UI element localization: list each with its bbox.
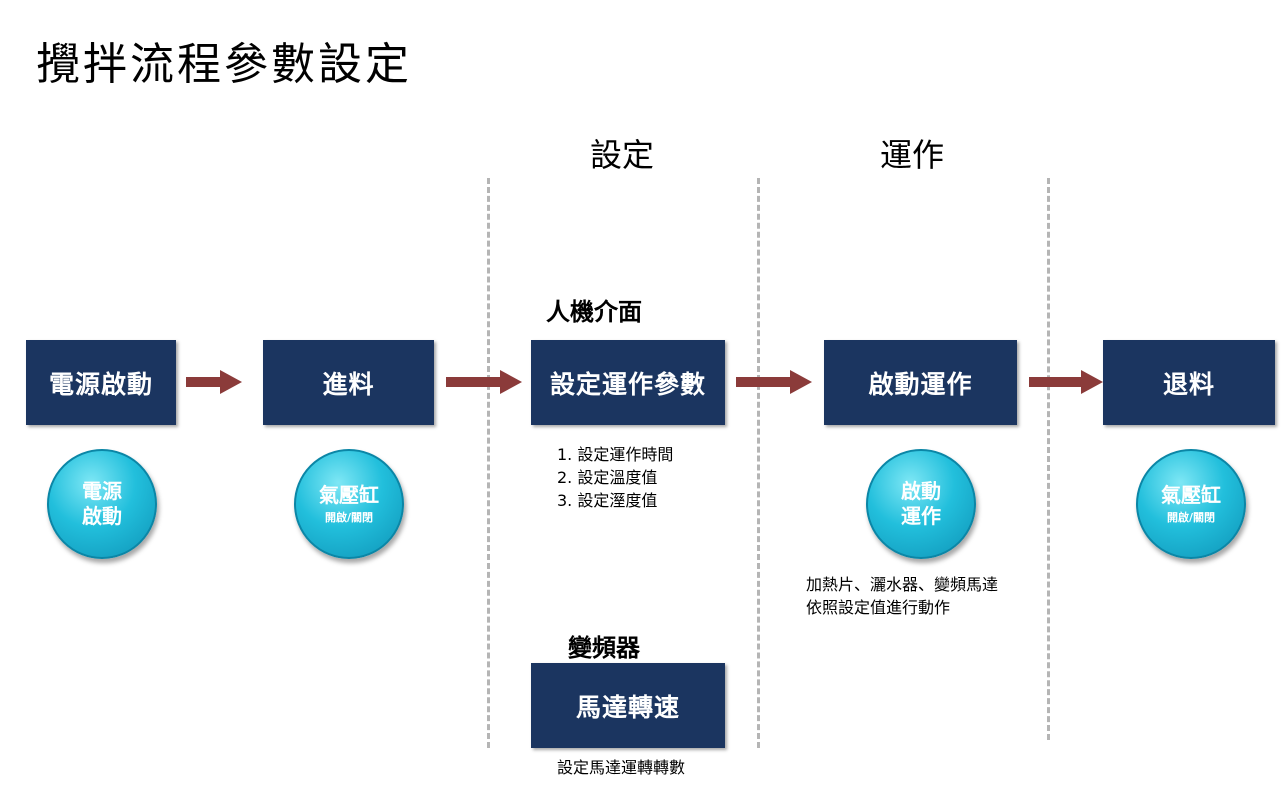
- step-box-discharge: 退料: [1103, 340, 1275, 425]
- circle-text-line2: 運作: [901, 504, 941, 528]
- inverter-box-motor-speed: 馬達轉速: [531, 663, 725, 748]
- flow-arrow-1: [186, 370, 242, 394]
- hmi-item-humidity: 3. 設定溼度值: [557, 491, 658, 510]
- operation-note-line2: 依照設定值進行動作: [806, 598, 951, 617]
- operation-note: 加熱片、灑水器、變頻馬達 依照設定值進行動作: [806, 573, 998, 619]
- step-box-set-parameters: 設定運作參數: [531, 340, 725, 425]
- hmi-parameter-list: 1. 設定運作時間 2. 設定溫度值 3. 設定溼度值: [557, 443, 673, 512]
- flow-arrow-2: [446, 370, 522, 394]
- phase-label-operation: 運作: [880, 136, 945, 174]
- circle-text-line2: 啟動: [82, 504, 122, 528]
- phase-divider-2: [757, 178, 760, 748]
- phase-label-setting: 設定: [590, 136, 655, 174]
- step-box-feed: 進料: [263, 340, 434, 425]
- circle-text-main: 氣壓缸: [319, 482, 379, 507]
- circle-power-on: 電源 啟動: [47, 449, 157, 559]
- inverter-label: 變頻器: [568, 634, 640, 662]
- page-title: 攪拌流程參數設定: [36, 39, 412, 90]
- inverter-note: 設定馬達運轉轉數: [557, 758, 686, 777]
- step-box-power-on: 電源啟動: [26, 340, 176, 425]
- flow-arrow-3: [736, 370, 812, 394]
- phase-divider-1: [487, 178, 490, 748]
- circle-cylinder-feed: 氣壓缸 開啟/關閉: [294, 449, 404, 559]
- circle-text-sub: 開啟/關閉: [1166, 510, 1216, 524]
- circle-text-line1: 啟動: [901, 479, 941, 503]
- circle-text-main: 氣壓缸: [1161, 482, 1221, 507]
- hmi-item-time: 1. 設定運作時間: [557, 445, 674, 464]
- circle-text-sub: 開啟/關閉: [324, 510, 374, 524]
- step-box-start-operation: 啟動運作: [824, 340, 1017, 425]
- phase-divider-3: [1047, 178, 1050, 740]
- flow-arrow-4: [1029, 370, 1103, 394]
- circle-start-operation: 啟動 運作: [866, 449, 976, 559]
- hmi-label: 人機介面: [546, 298, 642, 326]
- circle-cylinder-discharge: 氣壓缸 開啟/關閉: [1136, 449, 1246, 559]
- circle-text-line1: 電源: [82, 479, 122, 503]
- operation-note-line1: 加熱片、灑水器、變頻馬達: [806, 575, 999, 594]
- hmi-item-temperature: 2. 設定溫度值: [557, 468, 658, 487]
